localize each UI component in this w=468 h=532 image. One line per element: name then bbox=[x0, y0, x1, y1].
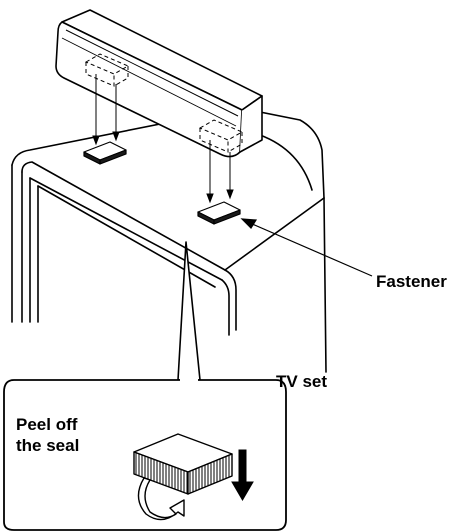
placement-arrow-right bbox=[206, 140, 234, 204]
tv-set bbox=[11, 107, 327, 373]
fastener-closeup bbox=[133, 433, 233, 495]
fastener-outline-left bbox=[84, 53, 130, 87]
fastener-leader bbox=[240, 218, 373, 277]
speaker-unit bbox=[55, 9, 263, 158]
peel-instruction: Peel off the seal bbox=[16, 414, 79, 456]
peel-arrow-icon bbox=[231, 449, 254, 501]
fastener-pad-left bbox=[83, 141, 127, 165]
fastener-outline-right bbox=[198, 119, 244, 153]
seal-curl bbox=[137, 477, 185, 521]
fastener-pad-right bbox=[197, 201, 241, 225]
fastener-label: Fastener bbox=[376, 272, 447, 291]
peel-instruction-line2: the seal bbox=[16, 436, 80, 455]
tv-set-label: TV set bbox=[276, 372, 328, 391]
peel-instruction-line1: Peel off bbox=[16, 415, 78, 434]
placement-arrow-left bbox=[92, 74, 120, 146]
